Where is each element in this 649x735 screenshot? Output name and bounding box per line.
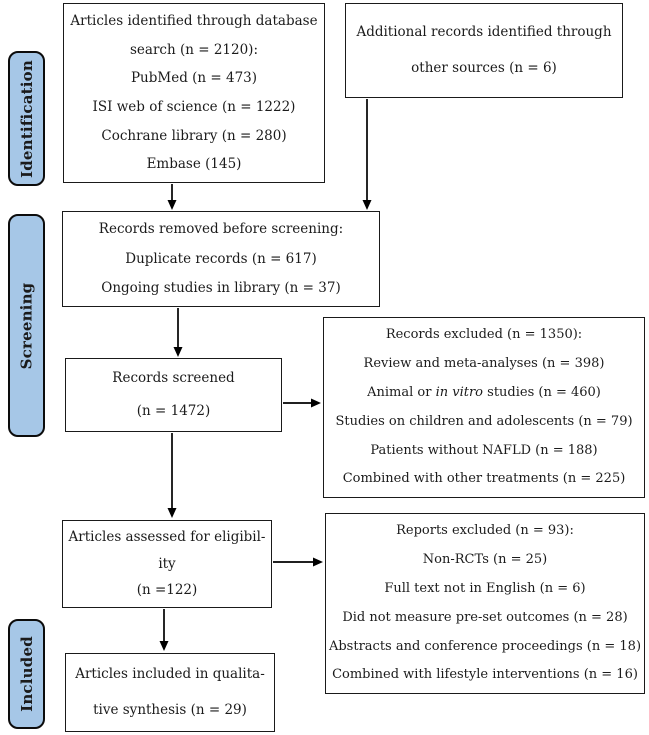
- box-line: Records screened: [112, 370, 235, 387]
- box-line-part: studies (n = 460): [483, 384, 601, 400]
- box-line: Ongoing studies in library (n = 37): [101, 279, 341, 296]
- box-line: Cochrane library (n = 280): [101, 127, 287, 144]
- box-line: Abstracts and conference proceedings (n …: [328, 638, 642, 654]
- box-line: ISI web of science (n = 1222): [92, 98, 296, 115]
- box-line: Full text not in English (n = 6): [384, 580, 586, 596]
- box-line: Did not measure pre-set outcomes (n = 28…: [342, 609, 628, 625]
- box-records-removed: Records removed before screening: Duplic…: [62, 211, 380, 307]
- box-line: tive synthesis (n = 29): [93, 701, 247, 718]
- box-line: Records removed before screening:: [98, 221, 344, 238]
- box-records-excluded: Records excluded (n = 1350): Review and …: [323, 317, 645, 498]
- box-line: Duplicate records (n = 617): [125, 250, 317, 267]
- box-line: Combined with lifestyle interventions (n…: [332, 667, 638, 683]
- box-reports-excluded: Reports excluded (n = 93): Non-RCTs (n =…: [325, 513, 645, 694]
- box-line: Patients without NAFLD (n = 188): [370, 442, 598, 458]
- box-line: Additional records identified through: [356, 23, 612, 40]
- stage-included: Included: [8, 619, 45, 729]
- stage-screening: Screening: [8, 214, 45, 437]
- box-line: Combined with other treatments (n = 225): [342, 471, 626, 487]
- box-additional-records: Additional records identified through ot…: [345, 3, 623, 98]
- box-line: PubMed (n = 473): [130, 70, 258, 87]
- box-line: Non-RCTs (n = 25): [422, 552, 548, 568]
- box-line: Articles included in qualita-: [75, 666, 265, 683]
- box-line: Animal or in vitro studies (n = 460): [367, 385, 601, 401]
- box-line: Reports excluded (n = 93):: [396, 523, 574, 539]
- stage-screening-label: Screening: [17, 282, 36, 369]
- box-line: Articles assessed for eligibil-: [68, 528, 266, 545]
- box-line: Studies on children and adolescents (n =…: [335, 413, 633, 429]
- box-records-screened: Records screened (n = 1472): [65, 358, 282, 432]
- box-line: Articles identified through database: [70, 12, 318, 29]
- box-articles-assessed: Articles assessed for eligibil- ity (n =…: [62, 520, 272, 608]
- box-line: Embase (145): [146, 156, 242, 173]
- box-line: ity: [158, 555, 176, 572]
- box-line: Review and meta-analyses (n = 398): [363, 356, 605, 372]
- box-line: (n = 1472): [136, 403, 211, 420]
- stage-identification: Identification: [8, 51, 45, 186]
- stage-included-label: Included: [17, 636, 36, 712]
- box-line-part: Animal or: [367, 384, 436, 400]
- box-line: Records excluded (n = 1350):: [385, 327, 583, 343]
- box-articles-included: Articles included in qualita- tive synth…: [65, 653, 275, 732]
- box-articles-identified: Articles identified through database sea…: [63, 3, 325, 183]
- stage-identification-label: Identification: [17, 59, 36, 178]
- box-line: other sources (n = 6): [411, 60, 557, 77]
- box-line: search (n = 2120):: [130, 41, 258, 58]
- box-line: (n =122): [136, 582, 198, 599]
- box-line-italic: in vitro: [435, 384, 484, 400]
